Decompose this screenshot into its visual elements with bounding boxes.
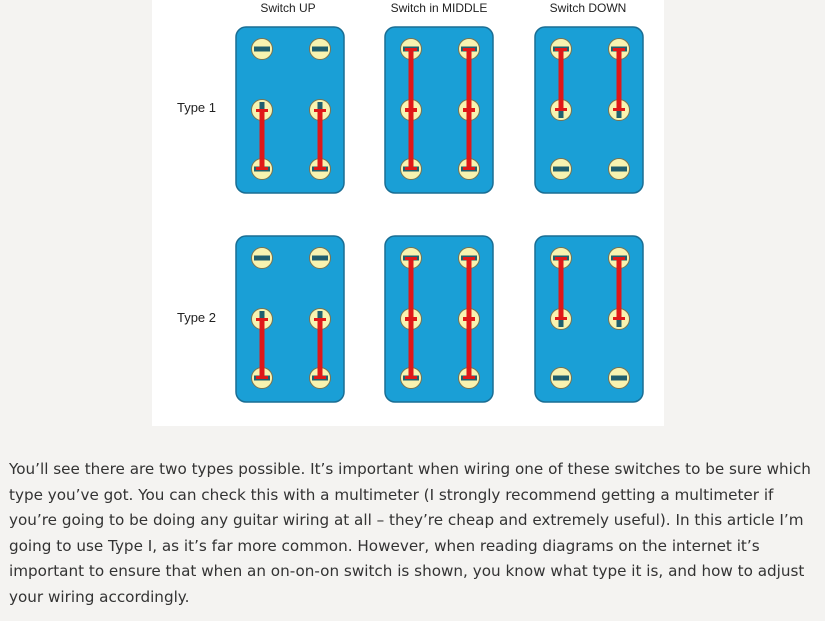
connection-bar	[408, 320, 414, 377]
connection-cap	[314, 376, 326, 379]
connection-bar	[408, 111, 414, 168]
connection-cap	[314, 318, 326, 321]
connection-cap	[463, 376, 475, 379]
switch-grid	[235, 26, 644, 403]
switch-wiring-diagram: Switch UP Switch in MIDDLE Switch DOWN T…	[152, 0, 664, 426]
connection-bar	[558, 50, 564, 109]
connection-cap	[613, 108, 625, 111]
connection-cap	[463, 257, 475, 260]
connection-cap	[463, 48, 475, 51]
switch-plate-group	[384, 235, 494, 403]
switch-plate-group	[235, 235, 345, 403]
connection-cap	[555, 317, 567, 320]
connection-cap	[463, 109, 475, 112]
column-label-switch-up: Switch UP	[260, 1, 315, 15]
diagram-canvas: Switch UP Switch in MIDDLE Switch DOWN T…	[177, 1, 644, 403]
connection-cap	[314, 167, 326, 170]
lug-slot	[254, 255, 270, 261]
connection-cap	[256, 167, 268, 170]
connection-bar	[616, 50, 622, 109]
lug-slot	[254, 46, 270, 52]
connection-bar	[317, 111, 323, 168]
switch-plate-group	[534, 26, 644, 194]
switch-plate-group	[534, 235, 644, 403]
connection-bar	[259, 320, 265, 377]
connection-bar	[259, 111, 265, 168]
lug-slot	[553, 375, 569, 381]
lug-slot	[553, 166, 569, 172]
row-label-type-1: Type 1	[177, 100, 216, 115]
connection-cap	[463, 317, 475, 320]
column-label-switch-middle: Switch in MIDDLE	[391, 1, 488, 15]
switch-plate-group	[235, 26, 345, 194]
connection-cap	[613, 257, 625, 260]
row-label-type-2: Type 2	[177, 310, 216, 325]
connection-bar	[408, 259, 414, 318]
connection-cap	[405, 317, 417, 320]
connection-cap	[555, 108, 567, 111]
connection-bar	[408, 50, 414, 109]
connection-bar	[466, 259, 472, 318]
lug-slot	[312, 255, 328, 261]
connection-cap	[314, 109, 326, 112]
connection-cap	[555, 257, 567, 260]
connection-cap	[256, 318, 268, 321]
connection-bar	[466, 50, 472, 109]
connection-bar	[466, 111, 472, 168]
connection-bar	[616, 259, 622, 318]
connection-cap	[405, 48, 417, 51]
lug-slot	[611, 375, 627, 381]
connection-cap	[405, 257, 417, 260]
connection-cap	[555, 48, 567, 51]
connection-cap	[405, 376, 417, 379]
column-label-switch-down: Switch DOWN	[550, 1, 627, 15]
lug-slot	[611, 166, 627, 172]
lug-slot	[312, 46, 328, 52]
connection-bar	[466, 320, 472, 377]
connection-cap	[256, 376, 268, 379]
connection-cap	[613, 317, 625, 320]
article-paragraph: You’ll see there are two types possible.…	[9, 460, 811, 606]
connection-cap	[613, 48, 625, 51]
switch-plate-group	[384, 26, 494, 194]
connection-cap	[256, 109, 268, 112]
connection-cap	[405, 167, 417, 170]
connection-bar	[558, 259, 564, 318]
connection-cap	[405, 109, 417, 112]
connection-cap	[463, 167, 475, 170]
connection-bar	[317, 320, 323, 377]
